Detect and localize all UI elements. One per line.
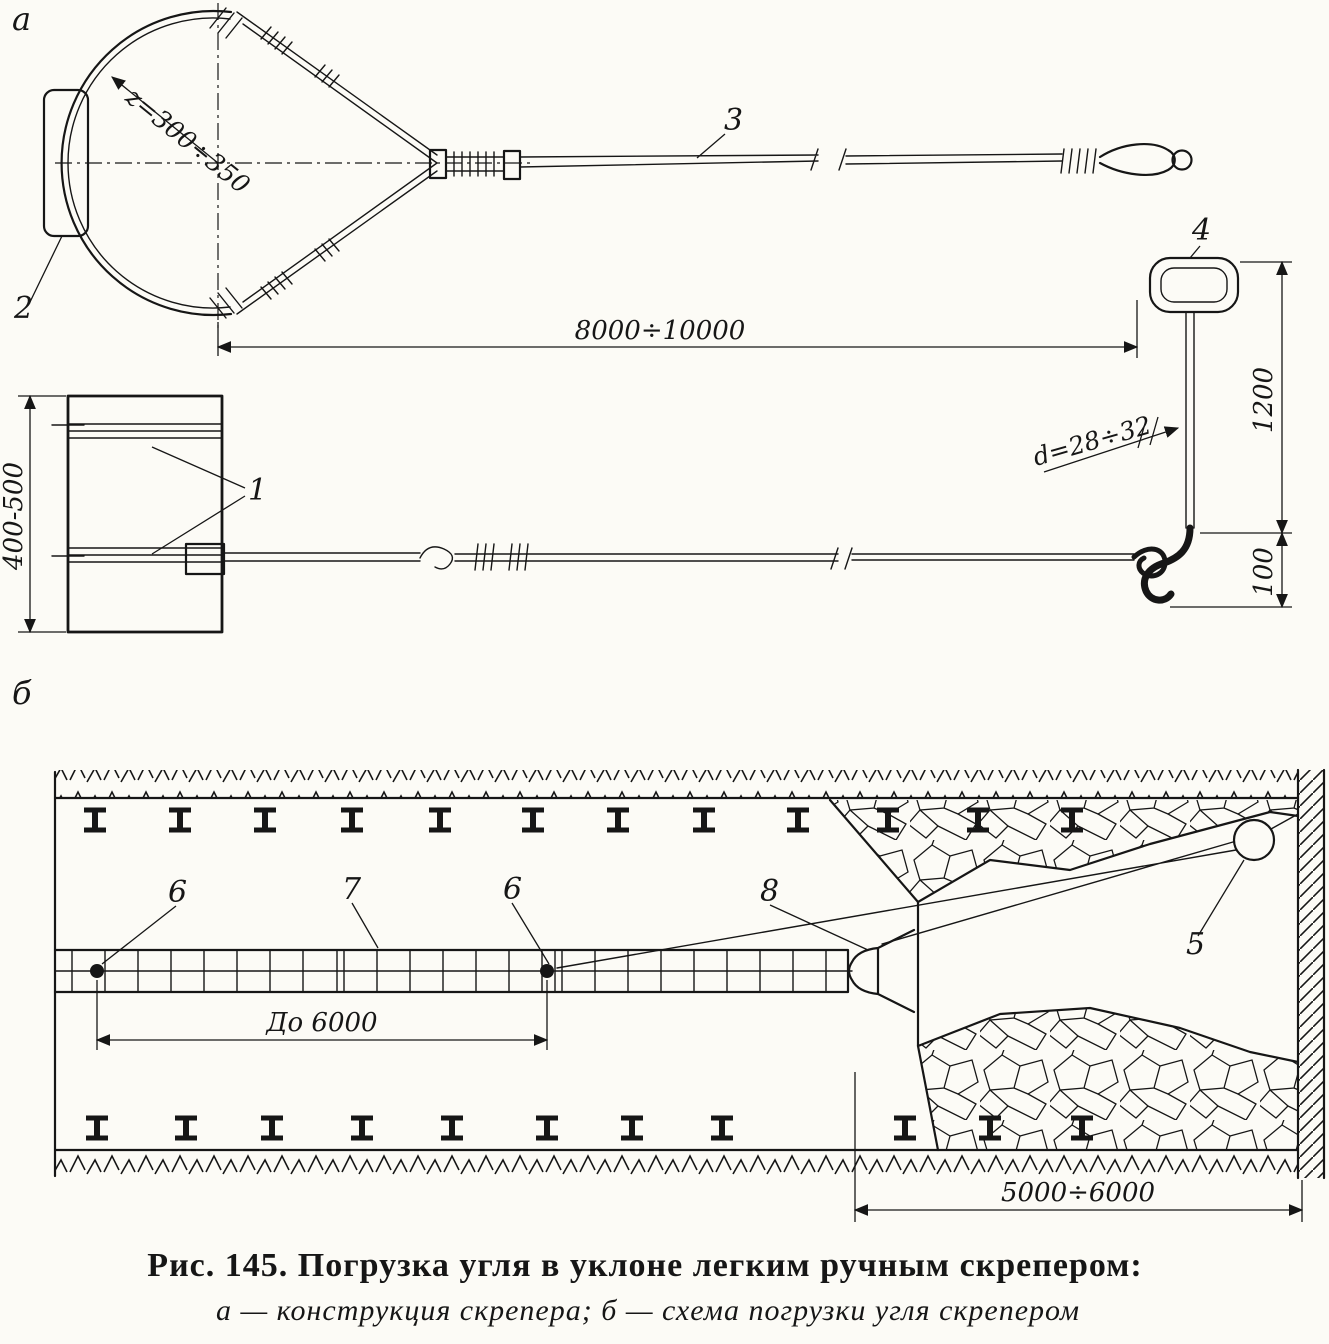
callout-handle: 4 [1191, 213, 1211, 248]
tail-block-anchor [1270, 813, 1299, 830]
callout-rope: 3 [724, 103, 743, 138]
scraper-bow-outer [60, 9, 233, 317]
callout-7-leader [351, 902, 379, 949]
centerlines [55, 3, 535, 332]
scraper-plan-view [847, 928, 916, 1014]
caption-title: Рис. 145. Погрузка угля в уклоне легким … [147, 1247, 1142, 1284]
coal-face-band [1298, 770, 1324, 1178]
callout-scraper: 8 [760, 874, 779, 909]
track-length-dimension: До 6000 [95, 980, 549, 1050]
radius-leader [111, 76, 219, 164]
callout-6-mid-leader [511, 902, 550, 965]
callout-runners: 1 [248, 473, 267, 508]
scraper-bow-inner [67, 17, 231, 309]
part-b-label: б [12, 674, 32, 712]
hook-offset-text: 100 [1249, 547, 1279, 597]
caption-subtitle: а — конструкция скрепера; б — схема погр… [216, 1294, 1080, 1327]
callout-8-leader [769, 904, 869, 951]
face-span-text: 5000÷6000 [1001, 1178, 1155, 1208]
face-span-dimension: 5000÷6000 [853, 1072, 1304, 1222]
body-width-dimension: 400-500 [0, 394, 66, 634]
broken-coal-lower-edge [916, 1006, 1300, 1152]
scraper-side-view [51, 394, 226, 634]
callout-4-leader [1189, 245, 1201, 259]
broken-coal-lower [918, 1008, 1298, 1150]
radius-note: z=300÷350 [119, 81, 255, 199]
tail-rope-hook [1131, 546, 1168, 579]
tail-block-sheave [1232, 818, 1276, 862]
rope-length-dim-text: 8000÷10000 [575, 316, 746, 346]
bow-bracket [42, 88, 90, 238]
scraper-track [53, 948, 853, 994]
tail-rope [223, 543, 1168, 579]
rope-block-left [90, 964, 104, 978]
bottom-wall-texture [55, 1150, 1298, 1178]
callout-body: 2 [13, 291, 33, 326]
handle-height-text: 1200 [1249, 367, 1279, 433]
rope-eye-ring [1171, 149, 1193, 171]
callout-2-leader [29, 235, 63, 303]
rope-length-dimension: 8000÷10000 [216, 300, 1139, 358]
callout-6-left-leader [101, 905, 177, 965]
rope-clamp [428, 148, 522, 181]
tail-rope-scheme [556, 813, 1299, 969]
callout-3-leader [696, 133, 726, 159]
callout-tail-block: 5 [1186, 927, 1205, 962]
haul-rope [519, 143, 1193, 176]
body-width-text: 400-500 [0, 462, 29, 571]
callout-block-left: 6 [168, 875, 187, 910]
part-b-loading-scheme: б [12, 674, 1326, 1222]
rope-block-mid [540, 964, 554, 978]
broken-coal-upper-edge [828, 798, 1300, 904]
callout-track: 7 [342, 872, 362, 907]
top-wall-texture [55, 770, 1298, 798]
hook-offset-dimension: 100 [1170, 531, 1292, 609]
part-a-scraper-construction: а z=300÷350 [0, 0, 1292, 634]
callout-5-leader [1197, 859, 1245, 937]
broken-coal [828, 798, 1300, 1152]
callout-block-mid: 6 [503, 872, 522, 907]
handle-height-dimension: 1200 [1200, 260, 1292, 535]
broken-coal-upper [830, 800, 1298, 902]
sling-cables [236, 11, 438, 315]
track-length-text: До 6000 [265, 1008, 377, 1038]
rod-diameter-callout: d=28÷32 [1030, 410, 1180, 473]
bow-seizing-ticks [209, 7, 243, 319]
rope-clamp-side [184, 542, 226, 576]
rod-diameter-text: d=28÷32 [1030, 410, 1155, 471]
callout-1-leaders [151, 446, 246, 555]
caption: Рис. 145. Погрузка угля в уклоне легким … [147, 1247, 1142, 1327]
part-a-label: а [12, 0, 31, 38]
